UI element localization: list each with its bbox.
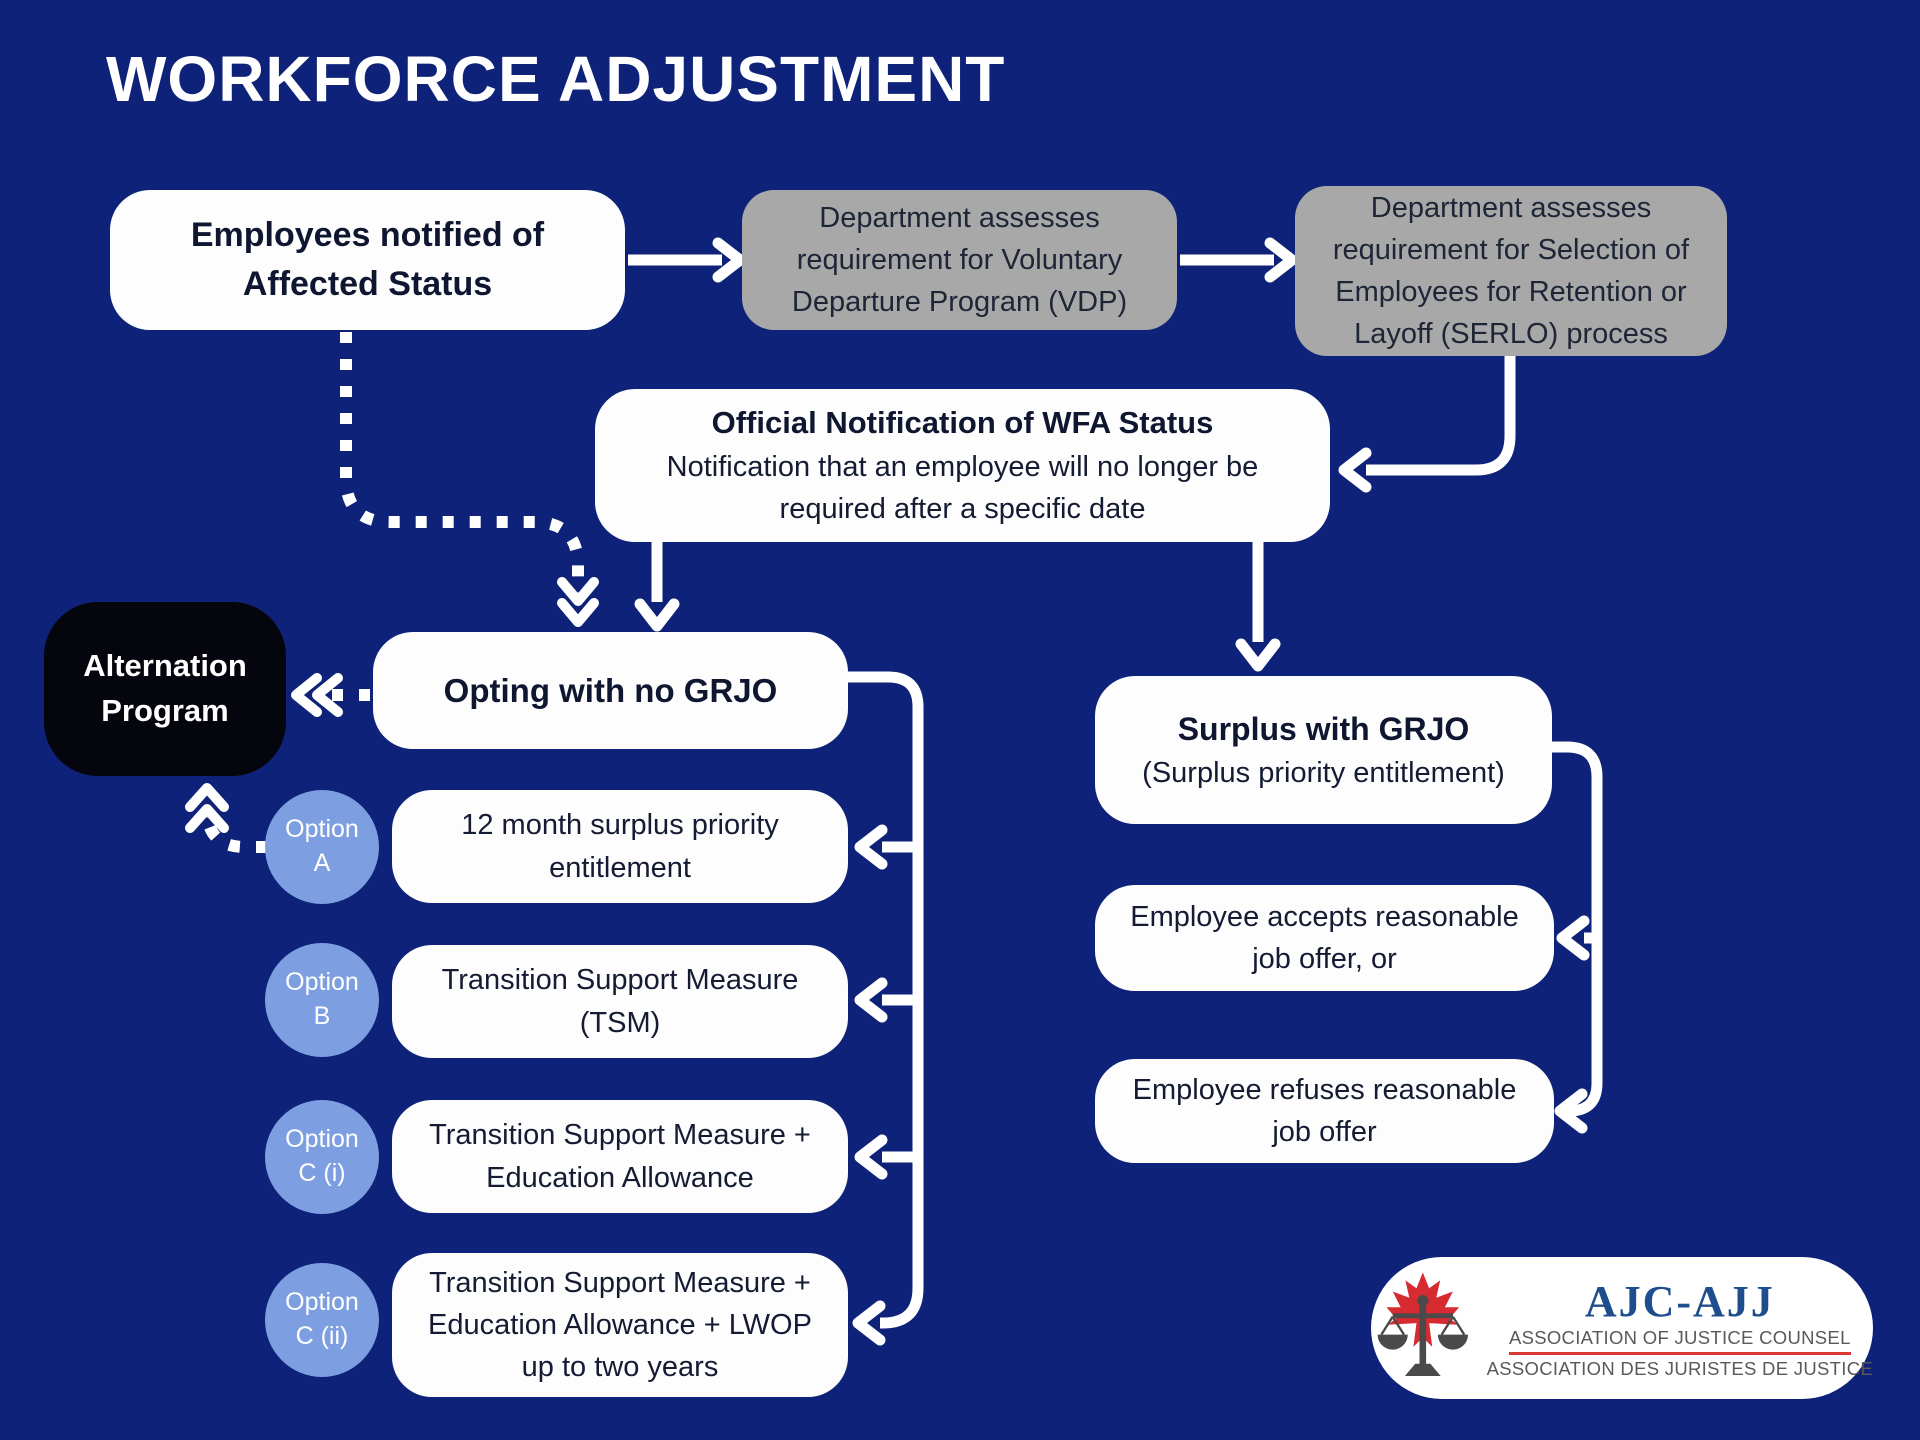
logo-text-block: AJC-AJJ ASSOCIATION OF JUSTICE COUNSEL A… xyxy=(1487,1276,1873,1380)
option-b-letter: B xyxy=(313,1002,331,1030)
option-ci-letter: C (i) xyxy=(298,1159,346,1187)
surplus-grjo-subtitle: (Surplus priority entitlement) xyxy=(1142,757,1505,790)
arrow-vdp-to-serlo xyxy=(1180,237,1298,283)
ajc-ajj-logo: AJC-AJJ ASSOCIATION OF JUSTICE COUNSEL A… xyxy=(1371,1257,1873,1399)
dotted-arrowhead-opting-to-alternation xyxy=(291,673,343,717)
employees-notified-label: Employees notified of Affected Status xyxy=(190,215,545,303)
option-a-circle: Option A xyxy=(265,790,379,904)
bracket-opting-to-options xyxy=(848,671,924,1346)
option-cii-circle: Option C (ii) xyxy=(265,1263,379,1377)
refuses-offer-text: Employee refuses reasonable job offer xyxy=(1132,1073,1517,1148)
option-cii-label-top: Option xyxy=(285,1288,359,1317)
alternation-program-box: Alternation Program xyxy=(44,602,286,776)
option-ci-circle: Option C (i) xyxy=(265,1100,379,1214)
option-b-text: Transition Support Measure (TSM) xyxy=(441,964,799,1039)
option-b-label-top: Option xyxy=(285,968,359,997)
vdp-assessment-label: Department assesses requirement for Volu… xyxy=(791,201,1128,319)
dotted-arrowhead-employees-to-opting xyxy=(557,577,599,627)
serlo-assessment-label: Department assesses requirement for Sele… xyxy=(1332,191,1690,351)
dotted-arrow-employees-to-opting xyxy=(340,332,584,598)
arrow-employees-to-vdp xyxy=(628,237,746,283)
option-cii-box: Transition Support Measure + Education A… xyxy=(392,1253,848,1397)
option-ci-text: Transition Support Measure + Education A… xyxy=(429,1119,811,1194)
arrow-serlo-to-wfa xyxy=(1338,356,1516,493)
logo-acronym: AJC-AJJ xyxy=(1584,1277,1775,1326)
option-ci-label-top: Option xyxy=(285,1125,359,1154)
option-b-circle: Option B xyxy=(265,943,379,1057)
option-a-letter: A xyxy=(313,849,331,877)
surplus-grjo-title: Surplus with GRJO xyxy=(1177,710,1470,747)
option-cii-text: Transition Support Measure + Education A… xyxy=(428,1266,812,1384)
maple-leaf-scales-icon xyxy=(1377,1272,1469,1377)
option-a-label-top: Option xyxy=(285,815,359,844)
wfa-notification-title: Official Notification of WFA Status xyxy=(711,404,1214,440)
employees-notified-box: Employees notified of Affected Status xyxy=(110,190,625,330)
wfa-notification-subtitle: Notification that an employee will no lo… xyxy=(666,450,1259,525)
dotted-arrowhead-optiona-to-alternation xyxy=(185,783,229,833)
alternation-program-label: Alternation Program xyxy=(83,648,247,728)
option-cii-letter: C (ii) xyxy=(295,1322,349,1350)
page-title: WORKFORCE ADJUSTMENT xyxy=(106,43,1006,115)
accepts-offer-text: Employee accepts reasonable job offer, o… xyxy=(1130,900,1519,975)
wfa-notification-box: Official Notification of WFA Status Noti… xyxy=(595,389,1330,542)
refuses-offer-box: Employee refuses reasonable job offer xyxy=(1095,1059,1554,1163)
serlo-assessment-box: Department assesses requirement for Sele… xyxy=(1295,186,1727,356)
scales-of-justice-icon xyxy=(1377,1295,1469,1377)
logo-line-french: ASSOCIATION DES JURISTES DE JUSTICE xyxy=(1486,1358,1873,1379)
opting-no-grjo-label: Opting with no GRJO xyxy=(443,671,778,709)
option-ci-box: Transition Support Measure + Education A… xyxy=(392,1100,848,1213)
option-a-text: 12 month surplus priority entitlement xyxy=(461,809,779,884)
arrow-wfa-to-opting xyxy=(634,542,680,632)
bracket-surplus-to-outcomes xyxy=(1552,741,1603,1134)
accepts-offer-box: Employee accepts reasonable job offer, o… xyxy=(1095,885,1554,991)
logo-line-english: ASSOCIATION OF JUSTICE COUNSEL xyxy=(1508,1327,1851,1355)
option-b-box: Transition Support Measure (TSM) xyxy=(392,945,848,1058)
vdp-assessment-box: Department assesses requirement for Volu… xyxy=(742,190,1177,330)
option-a-box: 12 month surplus priority entitlement xyxy=(392,790,848,903)
opting-no-grjo-box: Opting with no GRJO xyxy=(373,632,848,749)
surplus-grjo-box: Surplus with GRJO (Surplus priority enti… xyxy=(1095,676,1552,824)
arrow-wfa-to-surplus xyxy=(1235,542,1281,672)
